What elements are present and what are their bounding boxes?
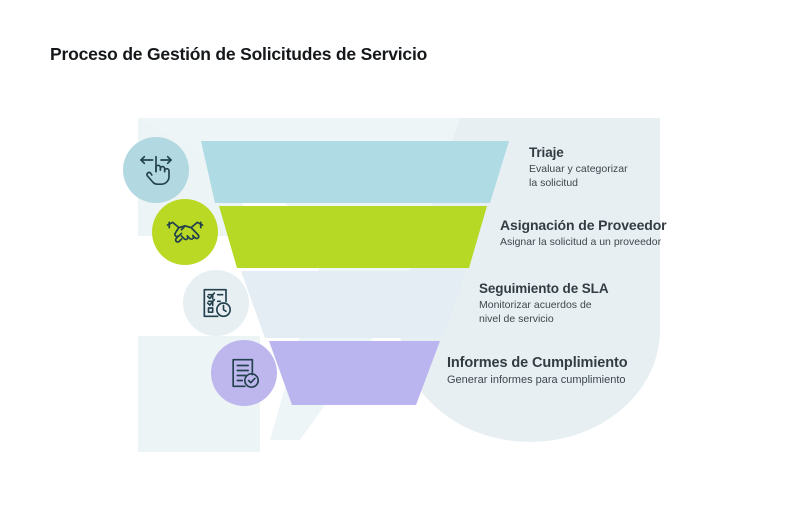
step-2-text: Asignación de Proveedor Asignar la solic… — [500, 218, 667, 250]
step-3-text: Seguimiento de SLA Monitorizar acuerdos … — [479, 281, 609, 326]
funnel-band-4 — [269, 341, 440, 405]
swipe-hand-icon — [136, 150, 176, 190]
page-title: Proceso de Gestión de Solicitudes de Ser… — [50, 44, 428, 64]
handshake-icon — [164, 211, 206, 253]
funnel-band-1 — [201, 141, 509, 203]
step-1-description: Evaluar y categorizar la solicitud — [529, 163, 628, 189]
step-1-icon-bubble[interactable] — [123, 137, 189, 203]
step-4-text: Informes de Cumplimiento Generar informe… — [447, 355, 628, 388]
step-2-title: Asignación de Proveedor — [500, 217, 667, 233]
document-check-icon — [224, 353, 264, 393]
step-1-title: Triaje — [529, 145, 564, 160]
step-4-icon-bubble[interactable] — [211, 340, 277, 406]
step-2-description: Asignar la solicitud a un proveedor — [500, 236, 662, 248]
step-1-text: Triaje Evaluar y categorizar la solicitu… — [529, 145, 628, 190]
step-3-title: Seguimiento de SLA — [479, 281, 609, 296]
step-3-description: Monitorizar acuerdos de nivel de servici… — [479, 299, 592, 325]
checklist-clock-icon — [196, 283, 236, 323]
step-4-description: Generar informes para cumplimiento — [447, 374, 626, 386]
funnel-band-2 — [219, 206, 487, 268]
funnel-band-3 — [241, 271, 466, 338]
step-2-icon-bubble[interactable] — [152, 199, 218, 265]
step-4-title: Informes de Cumplimiento — [447, 355, 628, 371]
step-3-icon-bubble[interactable] — [183, 270, 249, 336]
